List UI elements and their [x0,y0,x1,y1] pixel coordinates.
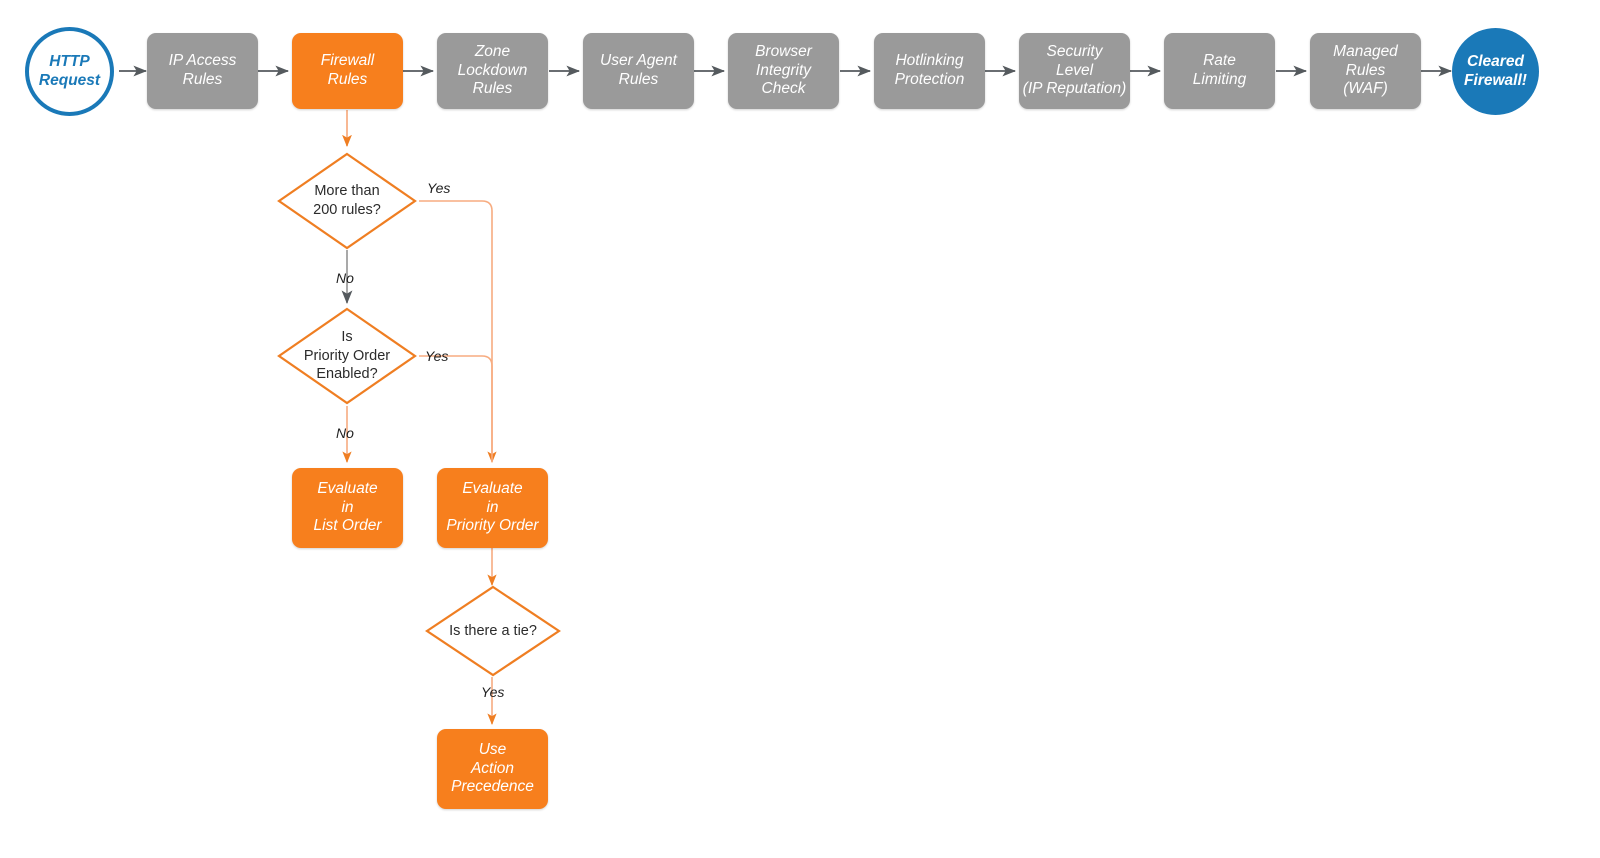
node-label: Evaluate in List Order [313,479,382,535]
diamond-shape [277,307,417,405]
node-zone-lockdown-rules[interactable]: Zone Lockdown Rules [437,33,548,109]
edge-label-no-priority: No [336,425,354,441]
node-hotlinking-protection[interactable]: Hotlinking Protection [874,33,985,109]
node-http-request[interactable]: HTTP Request [25,27,114,116]
edge-label-yes-200: Yes [427,180,451,196]
edge-label-yes-tie: Yes [481,684,505,700]
node-firewall-rules[interactable]: Firewall Rules [292,33,403,109]
edge-yes-priority-to-priority-order [419,355,493,462]
node-evaluate-in-priority-order[interactable]: Evaluate in Priority Order [437,468,548,548]
node-cleared-firewall[interactable]: Cleared Firewall! [1452,28,1539,115]
node-label: Is Priority Order Enabled? [303,329,391,383]
node-evaluate-in-list-order[interactable]: Evaluate in List Order [292,468,403,548]
node-label: IP Access Rules [168,52,237,88]
node-security-level[interactable]: Security Level (IP Reputation) [1019,33,1130,109]
node-label: Evaluate in Priority Order [446,479,539,535]
node-managed-rules-waf[interactable]: Managed Rules (WAF) [1310,33,1421,109]
node-decision-more-than-200-rules[interactable]: More than 200 rules? [277,152,417,250]
node-label: Firewall Rules [320,52,375,88]
node-decision-is-there-a-tie[interactable]: Is there a tie? [425,585,561,677]
node-label: Rate Limiting [1192,52,1247,88]
edge-label-no-200: No [336,270,354,286]
node-label: Browser Integrity Check [755,42,812,98]
diamond-shape [277,152,417,250]
node-label: HTTP Request [38,52,101,89]
node-ip-access-rules[interactable]: IP Access Rules [147,33,258,109]
node-label: Managed Rules (WAF) [1333,42,1398,98]
node-browser-integrity-check[interactable]: Browser Integrity Check [728,33,839,109]
node-label: Use Action Precedence [451,740,534,796]
edge-label-yes-priority: Yes [425,348,449,364]
node-label: Security Level (IP Reputation) [1022,42,1127,98]
node-label: User Agent Rules [600,52,677,88]
node-use-action-precedence[interactable]: Use Action Precedence [437,729,548,809]
node-label: More than 200 rules? [313,183,381,218]
node-decision-priority-order-enabled[interactable]: Is Priority Order Enabled? [277,307,417,405]
node-rate-limiting[interactable]: Rate Limiting [1164,33,1275,109]
node-label: Hotlinking Protection [894,52,965,88]
diamond-shape [425,585,561,677]
node-label: Cleared Firewall! [1464,52,1527,89]
node-label: Zone Lockdown Rules [457,42,528,98]
node-label: Is there a tie? [449,622,537,639]
node-user-agent-rules[interactable]: User Agent Rules [583,33,694,109]
edge-yes-200-to-priority-order [419,200,497,463]
